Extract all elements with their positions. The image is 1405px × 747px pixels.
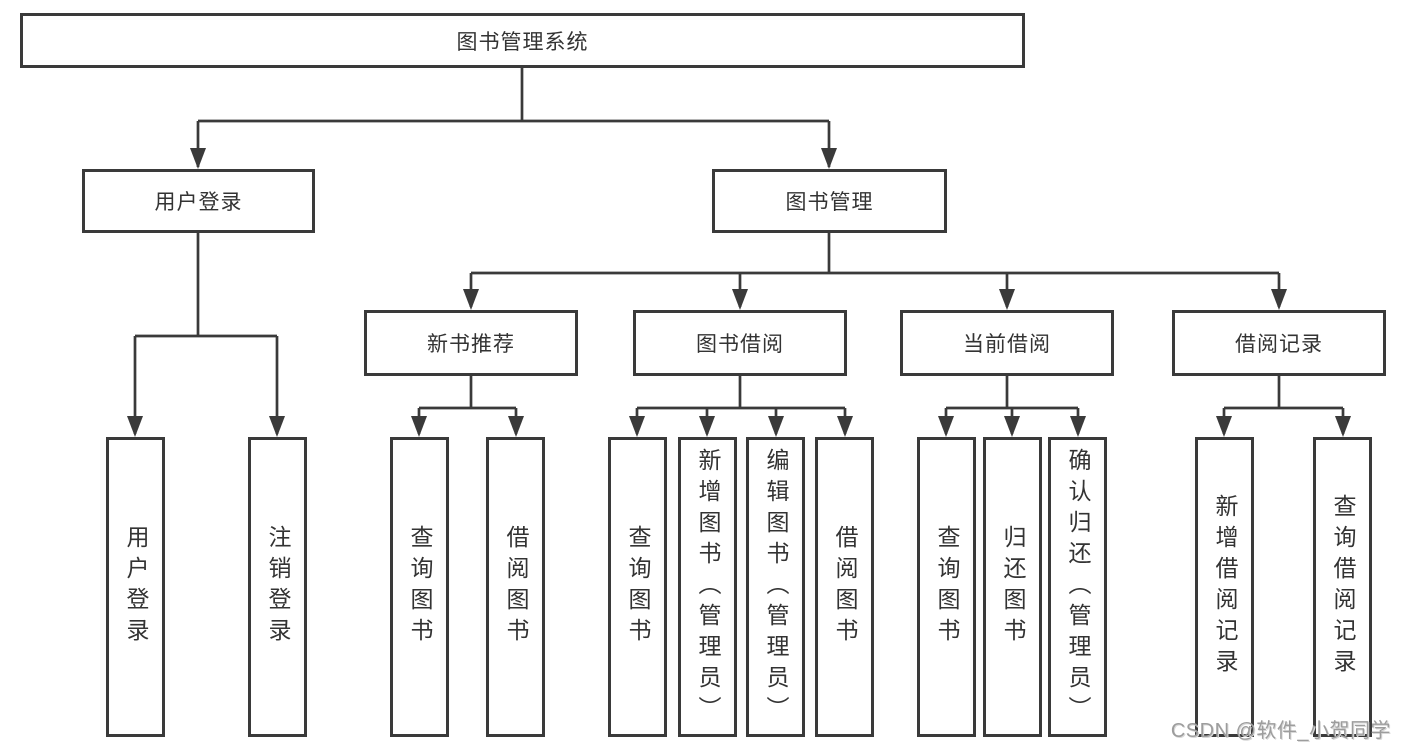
node-borrow-records: 借阅记录 bbox=[1172, 310, 1386, 376]
leaf-return-book: 归还图书 bbox=[983, 437, 1042, 737]
leaf-query-books-recommend: 查询图书 bbox=[390, 437, 449, 737]
leaf-add-borrow-record: 新增借阅记录 bbox=[1195, 437, 1254, 737]
csdn-watermark: CSDN @软件_小贺同学 bbox=[1170, 720, 1391, 742]
leaf-user-login: 用户登录 bbox=[106, 437, 165, 737]
leaf-borrow-books-recommend: 借阅图书 bbox=[486, 437, 545, 737]
leaf-add-book-admin: 新增图书（管理员） bbox=[678, 437, 737, 737]
leaf-confirm-return-admin: 确认归还（管理员） bbox=[1048, 437, 1107, 737]
leaf-logout: 注销登录 bbox=[248, 437, 307, 737]
node-current-borrow: 当前借阅 bbox=[900, 310, 1114, 376]
leaf-query-books-current: 查询图书 bbox=[917, 437, 976, 737]
leaf-query-borrow-record: 查询借阅记录 bbox=[1313, 437, 1372, 737]
leaf-query-books-borrow: 查询图书 bbox=[608, 437, 667, 737]
node-user-login: 用户登录 bbox=[82, 169, 315, 233]
node-book-borrow: 图书借阅 bbox=[633, 310, 847, 376]
arrowheads bbox=[127, 148, 1351, 437]
node-book-management: 图书管理 bbox=[712, 169, 947, 233]
node-library-system: 图书管理系统 bbox=[20, 13, 1025, 68]
leaf-edit-book-admin: 编辑图书（管理员） bbox=[746, 437, 805, 737]
node-new-book-recommend: 新书推荐 bbox=[364, 310, 578, 376]
leaf-borrow-books-borrow: 借阅图书 bbox=[815, 437, 874, 737]
